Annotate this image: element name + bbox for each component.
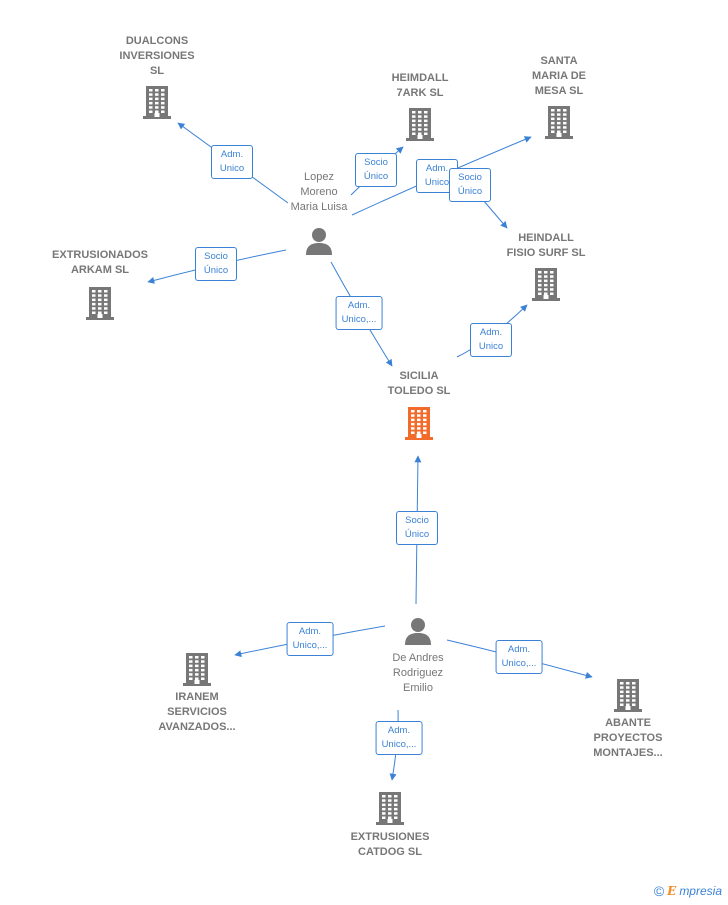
- company-building-icon[interactable]: [530, 266, 562, 307]
- person-name-label[interactable]: Lopez Moreno Maria Luisa: [290, 171, 348, 213]
- person-name-label[interactable]: De Andres Rodriguez Emilio: [392, 652, 444, 694]
- company-building-icon[interactable]: [181, 651, 213, 692]
- relation-label[interactable]: Socio Único: [396, 511, 438, 545]
- relation-label[interactable]: Socio Único: [195, 247, 237, 281]
- company-building-icon[interactable]: [374, 790, 406, 831]
- company-name-label[interactable]: HEINDALL FISIO SURF SL: [506, 232, 586, 259]
- company-building-icon[interactable]: [543, 104, 575, 145]
- copyright-icon: ©: [653, 883, 665, 899]
- relation-label[interactable]: Adm. Unico,...: [286, 622, 334, 656]
- brand-name: mpresia: [679, 884, 722, 898]
- person-icon[interactable]: [304, 226, 334, 261]
- relation-label[interactable]: Adm. Unico,...: [375, 721, 423, 755]
- company-name-label[interactable]: SICILIA TOLEDO SL: [387, 370, 451, 397]
- company-name-label[interactable]: EXTRUSIONADOS ARKAM SL: [52, 249, 148, 276]
- relation-label[interactable]: Adm. Unico,...: [335, 296, 383, 330]
- company-name-label[interactable]: SANTA MARIA DE MESA SL: [532, 55, 586, 97]
- relation-label[interactable]: Adm. Unico: [470, 323, 512, 357]
- company-building-icon[interactable]: [84, 285, 116, 326]
- company-name-label[interactable]: DUALCONS INVERSIONES SL: [119, 35, 195, 77]
- company-building-icon[interactable]: [141, 84, 173, 125]
- relation-label[interactable]: Adm. Unico,...: [495, 640, 543, 674]
- company-name-label[interactable]: IRANEM SERVICIOS AVANZADOS...: [158, 691, 236, 733]
- brand-logo-initial: E: [667, 884, 677, 898]
- focal-company-building-icon[interactable]: [403, 405, 435, 446]
- relation-label[interactable]: Adm. Unico: [211, 145, 253, 179]
- company-building-icon[interactable]: [404, 106, 436, 147]
- company-name-label[interactable]: ABANTE PROYECTOS MONTAJES...: [593, 717, 663, 759]
- company-name-label[interactable]: HEIMDALL 7ARK SL: [391, 72, 449, 99]
- relation-label[interactable]: Socio Único: [449, 168, 491, 202]
- company-building-icon[interactable]: [612, 677, 644, 718]
- relation-label[interactable]: Socio Único: [355, 153, 397, 187]
- person-icon[interactable]: [403, 616, 433, 651]
- company-name-label[interactable]: EXTRUSIONES CATDOG SL: [350, 831, 430, 858]
